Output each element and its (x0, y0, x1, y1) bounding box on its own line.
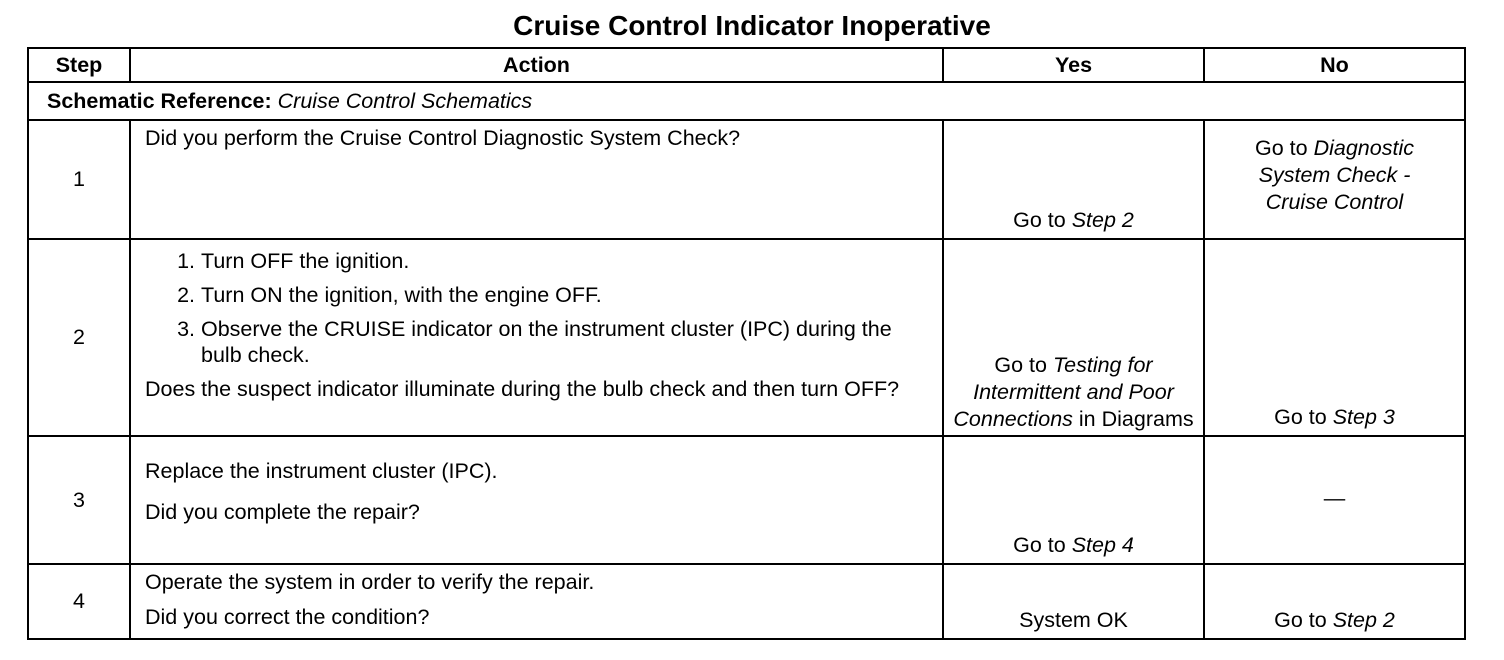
no-cell: Go to Diagnostic System Check - Cruise C… (1203, 119, 1466, 240)
yes-suffix: in Diagrams (1078, 407, 1194, 431)
schematic-link[interactable]: Cruise Control Schematics (277, 88, 533, 113)
action-cell: Did you perform the Cruise Control Diagn… (129, 119, 944, 240)
schematic-row: Schematic Reference: Cruise Control Sche… (27, 81, 1466, 121)
no-link[interactable]: Diagnostic System Check - Cruise Control (1258, 136, 1414, 214)
page-title: Cruise Control Indicator Inoperative (513, 10, 991, 41)
schematic-label: Schematic Reference: (47, 88, 272, 113)
table-row: 2 Turn OFF the ignition. Turn ON the ign… (27, 238, 1466, 437)
no-link[interactable]: Step 2 (1332, 608, 1395, 632)
action-text: Operate the system in order to verify th… (145, 570, 595, 594)
action-text: Did you perform the Cruise Control Diagn… (145, 126, 741, 150)
action-cell: Operate the system in order to verify th… (129, 563, 944, 640)
header-no: No (1203, 47, 1466, 83)
yes-cell: System OK (942, 563, 1205, 640)
substep: Turn OFF the ignition. (201, 248, 928, 274)
header-action: Action (129, 47, 944, 83)
yes-link[interactable]: Testing for Intermittent and Poor Connec… (953, 353, 1174, 431)
no-prefix: Go to (1274, 608, 1327, 632)
substep-list: Turn OFF the ignition. Turn ON the ignit… (145, 248, 928, 368)
action-text: Replace the instrument cluster (IPC). (145, 459, 498, 483)
substep: Turn ON the ignition, with the engine OF… (201, 282, 928, 308)
diagnostic-table: Step Action Yes No Schematic Reference: … (27, 47, 1466, 640)
action-cell: Replace the instrument cluster (IPC). Di… (129, 435, 944, 565)
yes-link[interactable]: Step 2 (1071, 208, 1134, 232)
table-row: 3 Replace the instrument cluster (IPC). … (27, 435, 1466, 565)
step-number: 1 (27, 119, 131, 240)
substep: Observe the CRUISE indicator on the inst… (201, 316, 928, 368)
yes-prefix: Go to (1013, 533, 1066, 557)
step-number: 3 (27, 435, 131, 565)
no-prefix: Go to (1274, 405, 1327, 429)
no-link[interactable]: Step 3 (1332, 405, 1395, 429)
no-cell: — (1203, 435, 1466, 565)
schematic-reference: Schematic Reference: Cruise Control Sche… (27, 81, 1466, 121)
action-cell: Turn OFF the ignition. Turn ON the ignit… (129, 238, 944, 437)
action-question: Did you complete the repair? (145, 500, 420, 524)
yes-text: System OK (1019, 608, 1128, 632)
table-row: 1 Did you perform the Cruise Control Dia… (27, 119, 1466, 240)
yes-prefix: Go to (1013, 208, 1066, 232)
action-question: Did you correct the condition? (145, 605, 430, 629)
yes-link[interactable]: Step 4 (1071, 533, 1134, 557)
yes-prefix: Go to (994, 353, 1047, 377)
no-cell: Go to Step 2 (1203, 563, 1466, 640)
header-yes: Yes (942, 47, 1205, 83)
header-step: Step (27, 47, 131, 83)
step-number: 4 (27, 563, 131, 640)
no-cell: Go to Step 3 (1203, 238, 1466, 437)
action-question: Does the suspect indicator illuminate du… (145, 377, 900, 401)
no-prefix: Go to (1255, 136, 1308, 160)
yes-cell: Go to Testing for Intermittent and Poor … (942, 238, 1205, 437)
no-dash: — (1323, 485, 1346, 510)
step-number: 2 (27, 238, 131, 437)
header-row: Step Action Yes No (27, 47, 1466, 83)
table-row: 4 Operate the system in order to verify … (27, 563, 1466, 640)
yes-cell: Go to Step 2 (942, 119, 1205, 240)
yes-cell: Go to Step 4 (942, 435, 1205, 565)
